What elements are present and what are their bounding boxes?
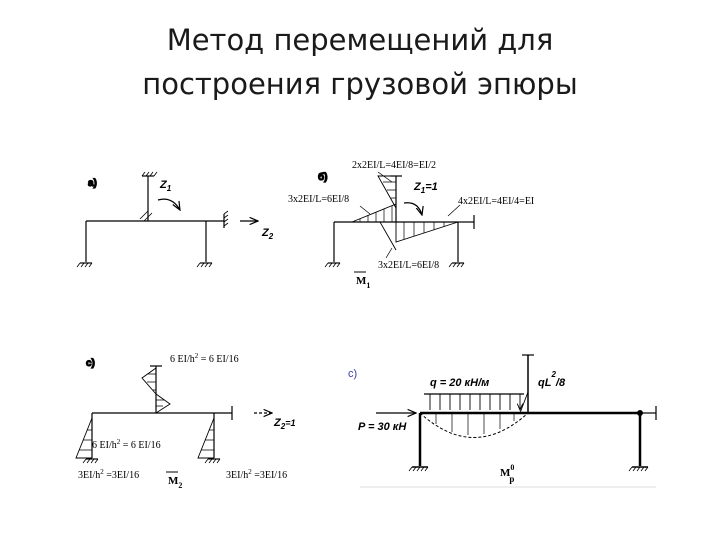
panel-d-ql-label: qL2/8: [538, 370, 566, 389]
panel-c-z2: Z2=1: [273, 417, 295, 431]
panel-d-p-label: P = 30 кН: [358, 421, 407, 433]
panel-c-mid-label: 6 EI/h2 = 6 EI/16: [92, 438, 161, 451]
panel-b-m1: M1: [356, 275, 370, 290]
panel-a-z2: Z2: [261, 227, 274, 241]
title-line-1: Метод перемещений для: [166, 23, 554, 57]
panel-a-tag: а): [88, 178, 97, 189]
slide-title: Метод перемещений для построения грузово…: [0, 18, 720, 106]
panel-d-tag: с): [348, 368, 357, 380]
panel-c-left-label: 3EI/h2 =3EI/16: [78, 468, 139, 481]
panel-b-z1: Z1=1: [413, 181, 438, 195]
panel-c-tag: с): [86, 358, 95, 369]
panel-a-frame: а): [76, 171, 258, 268]
panel-c-top-label: 6 EI/h2 = 6 EI/16: [170, 352, 239, 365]
panel-b-right-label: 4x2EI/L=4EI/4=EI: [458, 196, 534, 207]
panel-c-m2: M2: [168, 475, 182, 490]
panel-b-top-label: 2x2EI/L=4EI/8=EI/2: [352, 160, 436, 171]
panel-b-bottom-label: 3x2EI/L=6EI/8: [378, 260, 439, 271]
title-line-2: построения грузовой эпюры: [142, 67, 578, 101]
panel-b-left-label: 3x2EI/L=6EI/8: [288, 194, 349, 205]
panel-b-frame: б): [317, 170, 475, 268]
panel-d-frame: [360, 354, 657, 488]
panel-d-q-label: q = 20 кН/м: [430, 377, 489, 389]
panel-c-frame: с): [75, 357, 272, 464]
panel-c-right-label: 3EI/h2 =3EI/16: [226, 468, 287, 481]
panel-a-z1: Z1: [159, 179, 172, 193]
panel-b-tag: б): [318, 171, 328, 183]
